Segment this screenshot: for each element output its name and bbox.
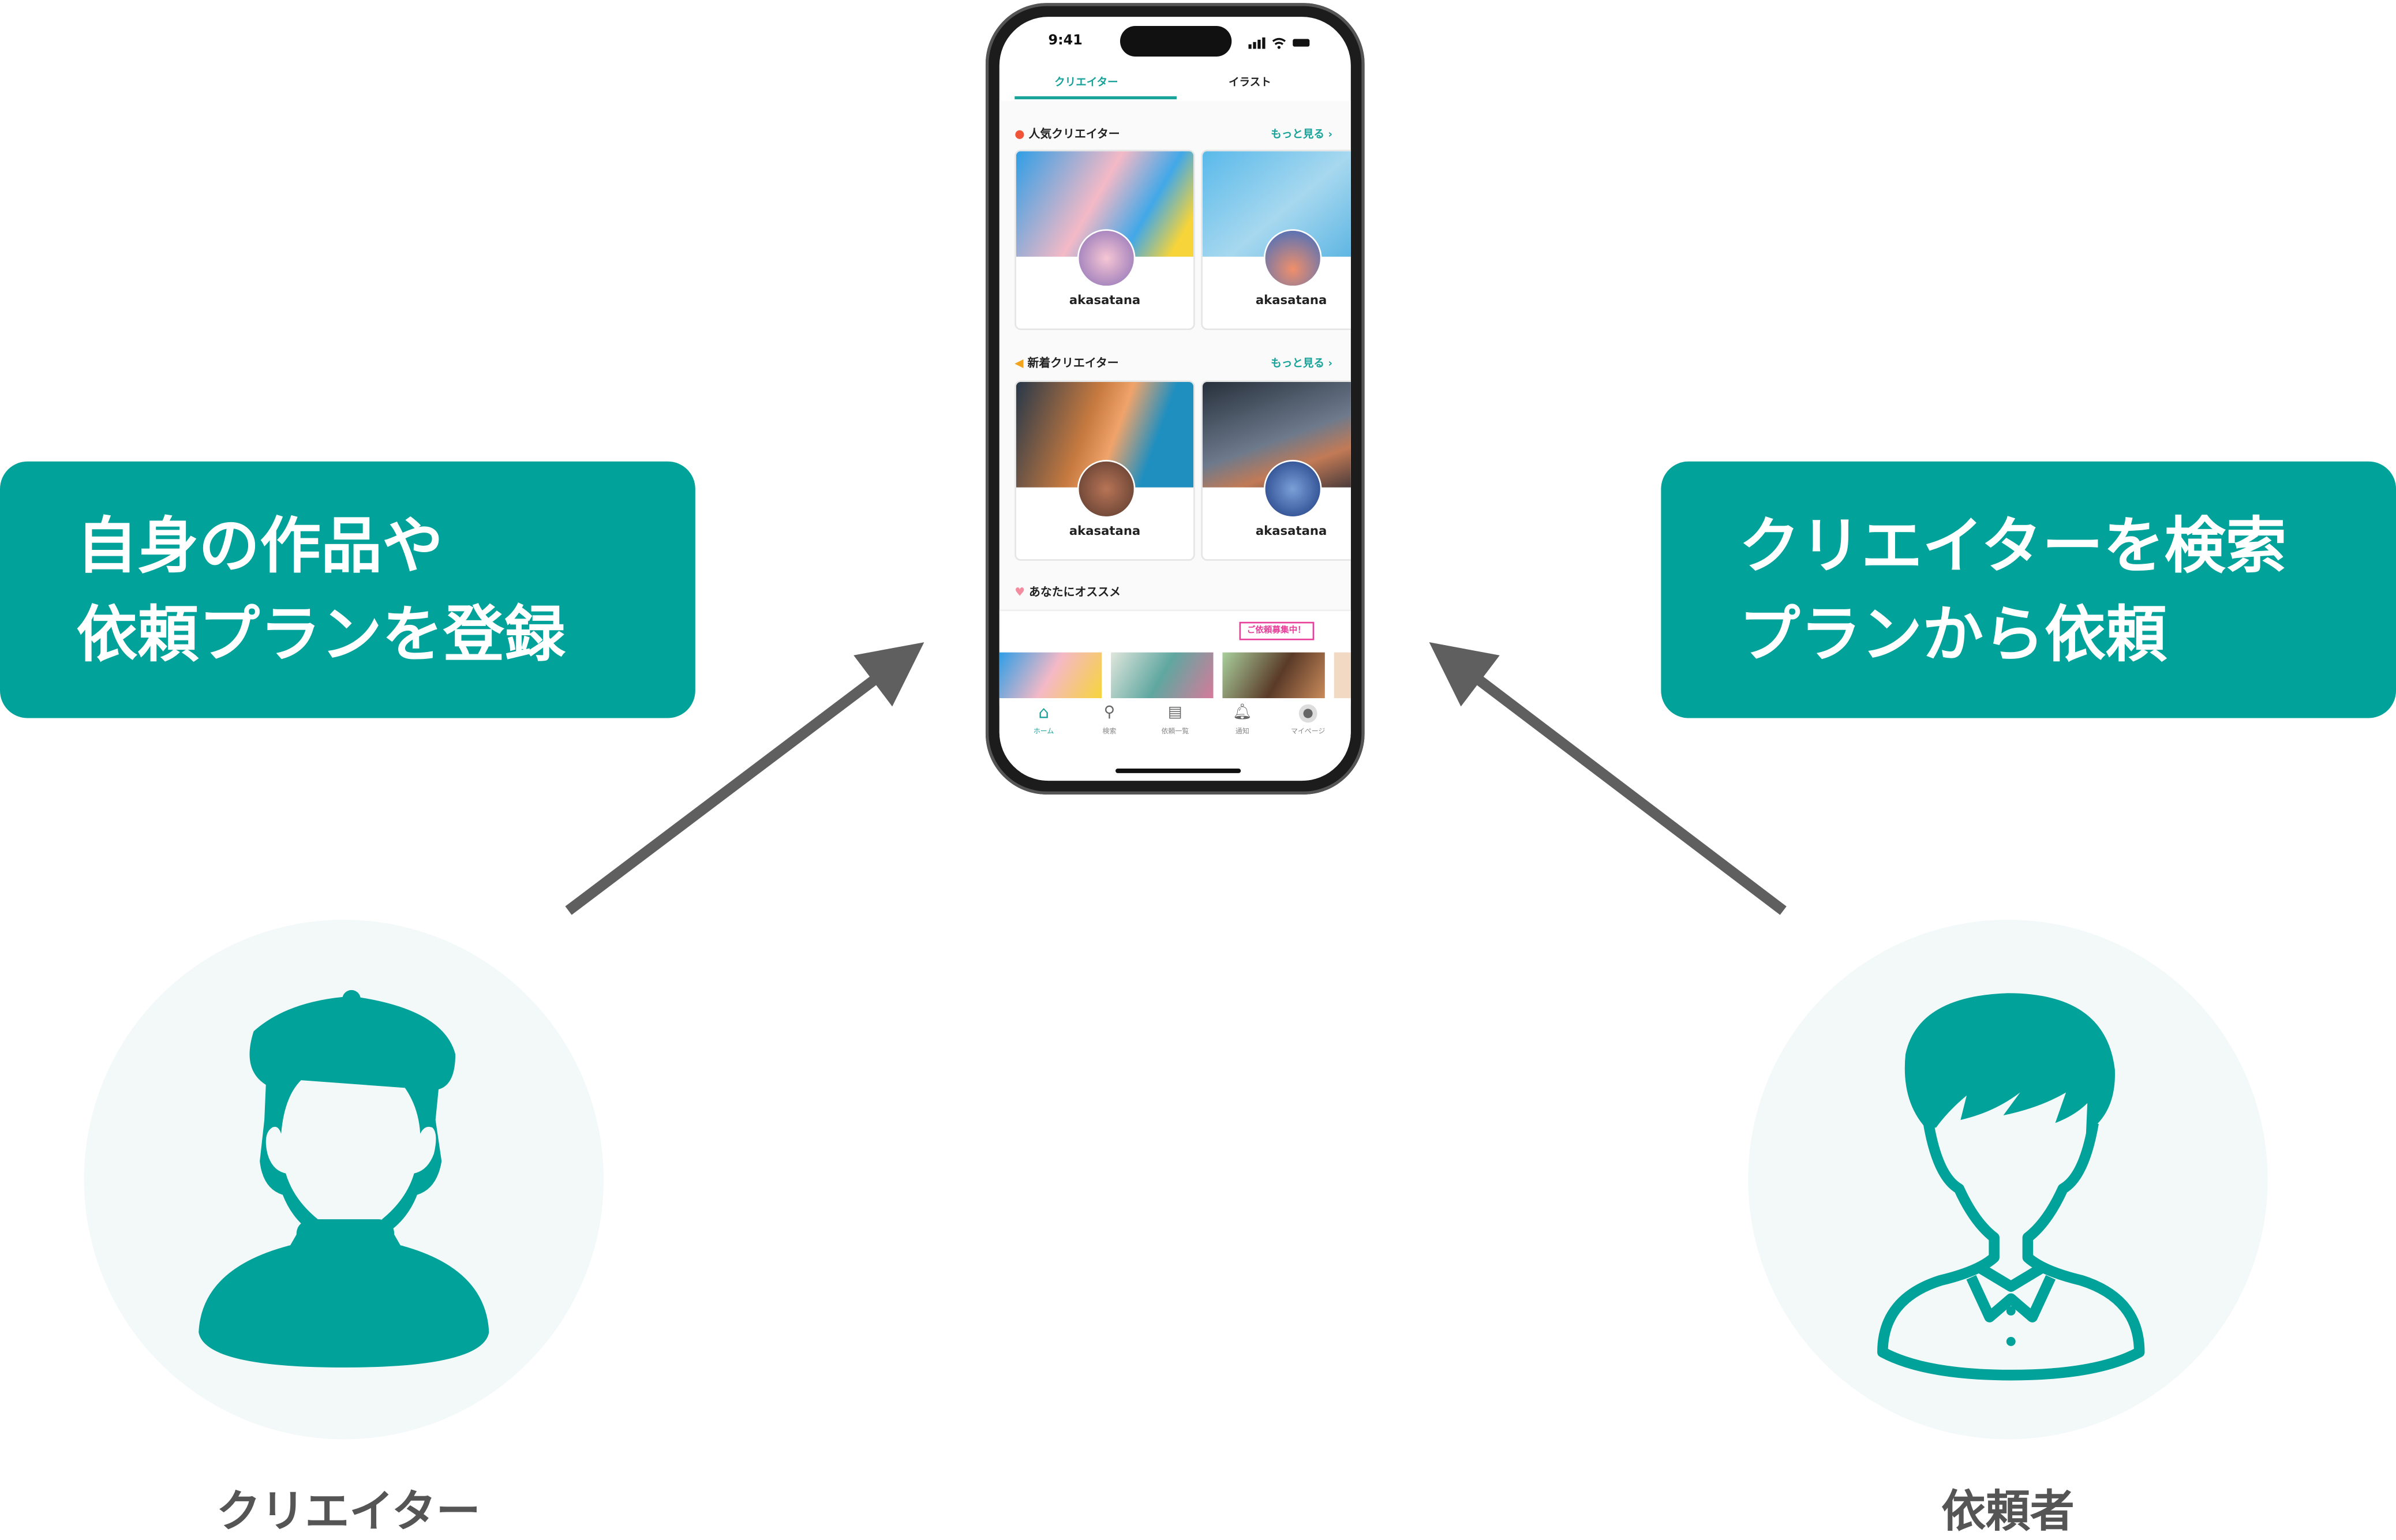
home-indicator (1115, 768, 1241, 773)
active-tab-indicator (1014, 96, 1177, 100)
section-recommend-title: ♥ あなたにオススメ (1014, 584, 1121, 601)
phone-mockup: 9:41 クリエイター イラスト ● 人気クリエイター もっと見る › akas… (985, 3, 1365, 795)
callout-line: 依頼プランを登録 (76, 600, 566, 671)
avatar (1077, 229, 1136, 287)
see-more-new[interactable]: もっと見る › (1271, 356, 1332, 371)
creator-name: akasatana (1069, 293, 1141, 308)
tab-illust[interactable]: イラスト (1228, 76, 1271, 89)
user-icon: ● (1298, 704, 1317, 723)
nav-mypage[interactable]: ● マイページ (1273, 704, 1343, 737)
nav-search[interactable]: ⚲ 検索 (1075, 705, 1145, 737)
fire-icon: ● (1014, 126, 1025, 141)
document-icon: ▤ (1167, 704, 1182, 721)
avatar (1263, 229, 1322, 287)
arrow-creator-to-app (565, 642, 924, 915)
creator-name: akasatana (1255, 293, 1327, 308)
dynamic-island (1120, 26, 1232, 57)
home-icon: ⌂ (1038, 703, 1049, 723)
nav-requests[interactable]: ▤ 依頼一覧 (1140, 705, 1210, 737)
nav-label: 依頼一覧 (1161, 729, 1189, 737)
creator-card[interactable]: akasatana (1014, 380, 1195, 561)
illust-thumb[interactable] (1334, 652, 1351, 699)
nav-label: 通知 (1235, 729, 1249, 737)
section-title: あなたにオススメ (1029, 585, 1121, 599)
chevron-right-icon: › (1328, 357, 1333, 370)
creator-name: akasatana (1255, 524, 1327, 538)
illust-thumb[interactable] (1222, 652, 1325, 699)
illust-thumb[interactable] (999, 652, 1102, 699)
creator-label: クリエイター (216, 1485, 481, 1537)
arrow-requester-to-app (1429, 642, 1787, 915)
requester-label: 依頼者 (1941, 1485, 2075, 1537)
bottom-nav (999, 698, 1351, 781)
status-time: 9:41 (1048, 33, 1083, 49)
nav-label: ホーム (1033, 729, 1054, 737)
section-popular-title: ● 人気クリエイター (1014, 125, 1120, 142)
bell-icon: 🔔︎ (1232, 704, 1252, 721)
megaphone-icon: ◀ (1014, 355, 1024, 370)
callout-line: クリエイターを検索 (1739, 512, 2287, 582)
creator-name: akasatana (1069, 524, 1141, 538)
section-title: 人気クリエイター (1028, 126, 1120, 141)
illust-thumb[interactable] (1111, 652, 1214, 699)
nav-notifications[interactable]: 🔔︎ 通知 (1207, 705, 1278, 737)
requester-callout: クリエイターを検索 プランから依頼 (1661, 461, 2396, 718)
creator-callout: 自身の作品や 依頼プランを登録 (0, 461, 695, 718)
nav-label: 検索 (1102, 729, 1117, 737)
section-new-title: ◀ 新着クリエイター (1014, 354, 1118, 371)
creator-card[interactable]: akasatana (1201, 380, 1351, 561)
creator-card[interactable]: akasatana (1014, 149, 1195, 330)
request-open-badge: ご依頼募集中！ (1239, 621, 1313, 640)
chevron-right-icon: › (1328, 128, 1333, 141)
see-more-label: もっと見る (1271, 128, 1324, 141)
callout-line: プランから依頼 (1739, 600, 2167, 671)
nav-label: マイページ (1290, 729, 1326, 737)
creator-card[interactable]: akasatana (1201, 149, 1351, 330)
tab-creator[interactable]: クリエイター (1054, 76, 1118, 89)
nav-home[interactable]: ⌂ ホーム (1009, 703, 1079, 737)
app-screen: 9:41 クリエイター イラスト ● 人気クリエイター もっと見る › akas… (999, 17, 1351, 781)
heart-icon: ♥ (1014, 585, 1025, 599)
avatar (1263, 460, 1322, 518)
status-icons (1248, 37, 1310, 49)
search-icon: ⚲ (1103, 704, 1115, 721)
see-more-label: もっと見る (1271, 357, 1324, 370)
callout-line: 自身の作品や (76, 512, 443, 582)
avatar (1077, 460, 1136, 518)
section-title: 新着クリエイター (1027, 355, 1119, 370)
see-more-popular[interactable]: もっと見る › (1271, 127, 1332, 142)
